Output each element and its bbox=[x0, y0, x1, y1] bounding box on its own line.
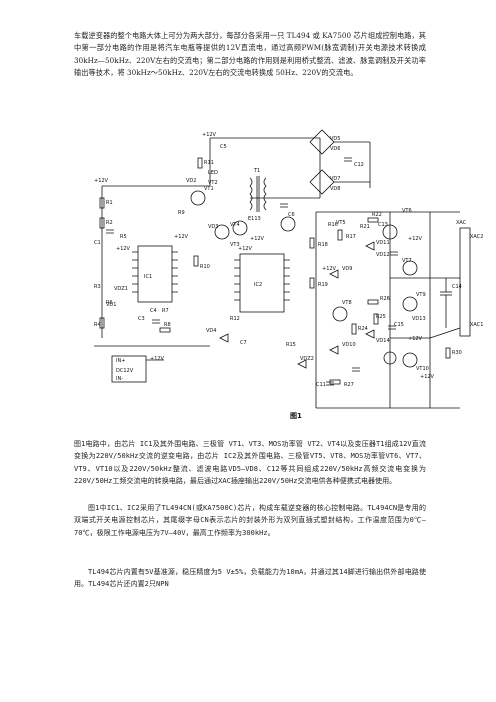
vd4-label: VD4 bbox=[206, 328, 216, 334]
vd13-label: VD13 bbox=[412, 316, 426, 322]
vd8-label: VD8 bbox=[330, 186, 340, 192]
vdz1-label: VDZ1 bbox=[114, 286, 128, 292]
c15-label: C15 bbox=[394, 322, 404, 328]
r25-label: R25 bbox=[376, 314, 386, 320]
r26-label: R26 bbox=[380, 296, 390, 302]
vd5-label: VD5 bbox=[330, 136, 340, 142]
vd11-label: VD11 bbox=[376, 240, 390, 246]
ic2-block bbox=[239, 253, 285, 313]
plus12v-label-2: +12V bbox=[202, 132, 217, 138]
r6-label: R6 bbox=[106, 300, 113, 306]
ic-description-paragraph: 图1中IC1、IC2采用了TL494CN(或KA7500C)芯片，构成车载逆变器… bbox=[74, 504, 426, 537]
r22-label: R22 bbox=[372, 212, 382, 218]
c13-label: C13 bbox=[378, 222, 388, 228]
r9-label: R9 bbox=[178, 210, 185, 216]
in-minus-label: IN- bbox=[116, 376, 123, 382]
c5-label: C5 bbox=[220, 144, 227, 150]
vt9-label: VT9 bbox=[416, 292, 426, 298]
c12-label: C12 bbox=[354, 162, 364, 168]
r12-label: R12 bbox=[230, 316, 240, 322]
c4-label: C4 bbox=[150, 308, 157, 314]
reference-description-paragraph: TL494芯片内置有5V基准源，稳压精度为5 V±5%，负载能力为10mA，并通… bbox=[74, 568, 426, 589]
inverter-circuit-schematic: +12V +12V +12V +12V +12V +12V +12V +12V … bbox=[94, 129, 483, 420]
r10-label: R10 bbox=[200, 264, 210, 270]
plus12v-label-9: +12V bbox=[408, 336, 423, 342]
led-label: LED bbox=[208, 170, 218, 176]
vt7-label: VT7 bbox=[402, 258, 412, 264]
r7-label: R7 bbox=[162, 308, 169, 314]
vd6-label: VD6 bbox=[330, 146, 340, 152]
c14-label: C14 bbox=[452, 284, 462, 290]
plus12v-label-3: +12V bbox=[174, 234, 189, 240]
vt3-label: VT3 bbox=[230, 242, 240, 248]
vdz2-label: VDZ2 bbox=[300, 356, 314, 362]
plus12v-label-11: +12V bbox=[420, 374, 435, 380]
r2-label: R2 bbox=[106, 220, 113, 226]
ic1-block bbox=[137, 245, 173, 303]
plus12v-label-4: +12V bbox=[116, 246, 131, 252]
r8-label: R8 bbox=[164, 322, 171, 328]
r4-label: R4 bbox=[94, 322, 101, 328]
xac1-label: XAC1 bbox=[470, 322, 483, 328]
vd14-label: VD14 bbox=[376, 338, 390, 344]
vd7-label: VD7 bbox=[330, 176, 340, 182]
plus12v-label-5: +12V bbox=[250, 236, 265, 242]
vd9-label: VD9 bbox=[342, 266, 352, 272]
vt6-label: VT6 bbox=[402, 208, 412, 214]
in-plus-label: IN+ bbox=[116, 358, 125, 364]
c11-label: C11 bbox=[316, 382, 326, 388]
vd10-label: VD10 bbox=[342, 342, 356, 348]
r3-label: R3 bbox=[94, 284, 101, 290]
r15-label: R15 bbox=[286, 342, 296, 348]
r24-label: R24 bbox=[358, 326, 368, 332]
r5-label: R5 bbox=[120, 234, 127, 240]
r1-label: R1 bbox=[106, 200, 113, 206]
vt8-label: VT8 bbox=[342, 300, 352, 306]
t1-label: T1 bbox=[253, 168, 260, 174]
r16-label: R16 bbox=[328, 222, 338, 228]
r21-label: R21 bbox=[360, 224, 370, 230]
plus12v-label-1: +12V bbox=[94, 178, 109, 184]
xac2-label: XAC2 bbox=[470, 234, 483, 240]
vd1-label: VD1 bbox=[106, 302, 116, 308]
r17-label: R17 bbox=[346, 234, 356, 240]
ic1-label: IC1 bbox=[144, 274, 152, 280]
vt1-label: VT1 bbox=[204, 186, 214, 192]
xac-socket bbox=[459, 227, 471, 337]
vd3-label: VD3 bbox=[208, 224, 218, 230]
vt4-label: VT4 bbox=[230, 222, 240, 228]
plus12v-label-10: +12V bbox=[150, 356, 165, 362]
r27-label: R27 bbox=[344, 382, 354, 388]
plus12v-label-8: +12V bbox=[408, 236, 423, 242]
ic2-label: IC2 bbox=[254, 282, 262, 288]
r30-label: R30 bbox=[452, 350, 462, 356]
plus12v-label-6: +12V bbox=[238, 246, 253, 252]
c7-label: C7 bbox=[240, 340, 247, 346]
vd2-label: VD2 bbox=[186, 178, 196, 184]
c3-label: C3 bbox=[138, 316, 145, 322]
vt2-label: VT2 bbox=[208, 180, 218, 186]
vd12-label: VD12 bbox=[376, 252, 390, 258]
c6-label: C6 bbox=[288, 212, 295, 218]
circuit-description-paragraph: 图1电路中，由芯片 IC1及其外围电路、三极管 VT1、VT3、MOS功率管 V… bbox=[74, 440, 426, 486]
r11-label: R11 bbox=[204, 160, 214, 166]
dc-input-box bbox=[111, 355, 147, 383]
r18-label: R18 bbox=[318, 242, 328, 248]
c1-label: C1 bbox=[94, 240, 101, 246]
xac-label: XAC bbox=[456, 220, 467, 226]
intro-paragraph: 车载逆变器的整个电路大体上可分为两大部分，每部分各采用一只 TL494 或 KA… bbox=[74, 31, 426, 78]
plus12v-label-7: +12V bbox=[322, 266, 337, 272]
r19-label: R19 bbox=[318, 282, 328, 288]
figure-caption: 图1 bbox=[290, 411, 302, 420]
e113-label: E113 bbox=[248, 216, 261, 222]
vt10-label: VT10 bbox=[416, 366, 429, 372]
dc12v-label: DC12V bbox=[116, 368, 134, 374]
vt5-label: VT5 bbox=[336, 220, 346, 226]
